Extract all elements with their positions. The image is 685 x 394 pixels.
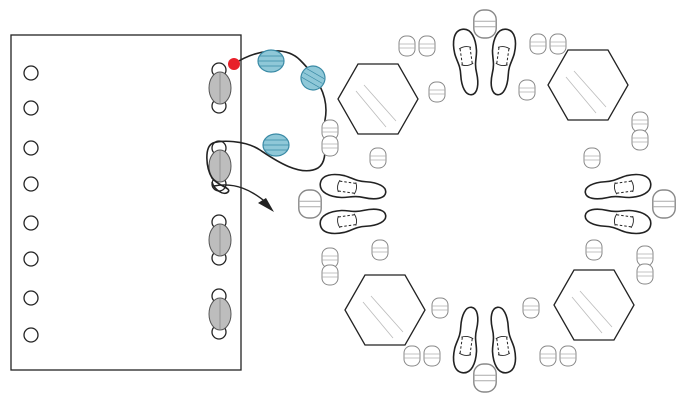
stud bbox=[539, 345, 557, 367]
stud bbox=[585, 239, 603, 261]
stud bbox=[522, 297, 540, 319]
stud bbox=[403, 345, 421, 367]
stud bbox=[321, 135, 339, 157]
stud-body bbox=[585, 239, 603, 261]
stud-body bbox=[428, 81, 446, 103]
shoe bbox=[485, 304, 519, 376]
start-dot bbox=[228, 58, 240, 70]
stud bbox=[559, 345, 577, 367]
board-hole bbox=[23, 251, 39, 267]
bead bbox=[262, 133, 290, 157]
stud-body bbox=[369, 147, 387, 169]
stud bbox=[518, 79, 536, 101]
stud bbox=[398, 35, 416, 57]
stud bbox=[371, 239, 389, 261]
shoe bbox=[317, 203, 389, 237]
hole-group bbox=[208, 288, 232, 340]
ring-arrangement bbox=[298, 9, 676, 393]
stud bbox=[652, 189, 676, 219]
stud-body bbox=[321, 264, 339, 286]
stud-body bbox=[298, 189, 322, 219]
hexagon bbox=[344, 274, 426, 346]
shoe bbox=[317, 171, 389, 205]
stud bbox=[631, 129, 649, 151]
stud bbox=[549, 33, 567, 55]
stud-body bbox=[631, 111, 649, 133]
stud bbox=[369, 147, 387, 169]
stud-body bbox=[636, 245, 654, 267]
stud-body bbox=[518, 79, 536, 101]
board-frame bbox=[10, 34, 242, 371]
hole-group bbox=[208, 214, 232, 266]
board-hole bbox=[23, 65, 39, 81]
stud-body bbox=[473, 9, 497, 39]
stud bbox=[298, 189, 322, 219]
stud-body bbox=[371, 239, 389, 261]
stud-body bbox=[418, 35, 436, 57]
hexagon bbox=[337, 63, 419, 135]
stud bbox=[473, 9, 497, 39]
stud-body bbox=[473, 363, 497, 393]
board-hole bbox=[23, 215, 39, 231]
shoe bbox=[450, 26, 484, 98]
stud bbox=[473, 363, 497, 393]
board-hole bbox=[23, 327, 39, 343]
stud-body bbox=[636, 263, 654, 285]
stud-body bbox=[423, 345, 441, 367]
stud bbox=[431, 297, 449, 319]
stud bbox=[636, 263, 654, 285]
board-hole bbox=[23, 100, 39, 116]
board-hole bbox=[23, 290, 39, 306]
left-hole-column bbox=[23, 65, 39, 343]
lace bbox=[206, 49, 327, 212]
shoe bbox=[450, 304, 484, 376]
stud-body bbox=[583, 147, 601, 169]
stud-body bbox=[559, 345, 577, 367]
stud-body bbox=[652, 189, 676, 219]
direction-arrowhead bbox=[258, 198, 274, 212]
stud bbox=[321, 264, 339, 286]
stud bbox=[428, 81, 446, 103]
stud-clusters bbox=[298, 9, 676, 393]
hole-group bbox=[208, 62, 232, 114]
stud bbox=[423, 345, 441, 367]
bead bbox=[257, 49, 285, 73]
hexagon bbox=[553, 269, 635, 341]
board-hole bbox=[23, 176, 39, 192]
stud bbox=[529, 33, 547, 55]
stud bbox=[418, 35, 436, 57]
shoe bbox=[582, 171, 654, 205]
stud bbox=[636, 245, 654, 267]
hexagon bbox=[547, 49, 629, 121]
stud-body bbox=[631, 129, 649, 151]
stud-body bbox=[522, 297, 540, 319]
stud-body bbox=[549, 33, 567, 55]
shoe bbox=[485, 26, 519, 98]
stud-body bbox=[398, 35, 416, 57]
stud bbox=[583, 147, 601, 169]
board bbox=[10, 34, 242, 371]
stud-body bbox=[529, 33, 547, 55]
right-hole-groups bbox=[208, 62, 232, 340]
stud-body bbox=[539, 345, 557, 367]
stud-body bbox=[403, 345, 421, 367]
board-hole bbox=[23, 140, 39, 156]
stud-body bbox=[321, 135, 339, 157]
bead bbox=[300, 65, 326, 91]
stud bbox=[631, 111, 649, 133]
shoe bbox=[582, 203, 654, 237]
stud-body bbox=[431, 297, 449, 319]
